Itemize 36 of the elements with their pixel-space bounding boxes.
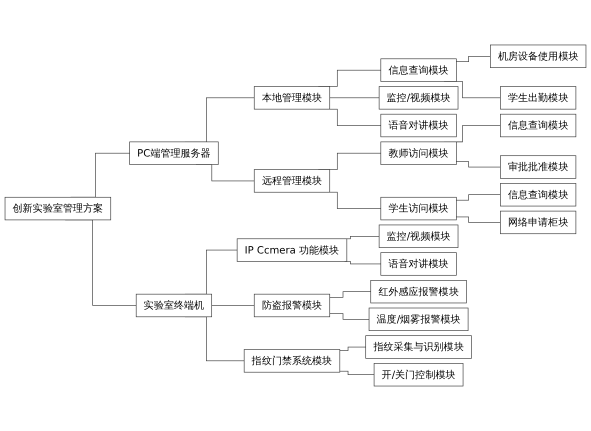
node-box: 远程管理模块 [254,169,330,193]
node-box: 学生访问模块 [380,196,457,220]
connector [211,305,255,306]
node-box: IP Ccmera 功能模块 [236,238,348,262]
connector [456,194,501,200]
connector [340,370,374,376]
connector [340,346,366,351]
connector [329,313,370,320]
connector [344,236,380,240]
node-box: 实验室终端机 [136,294,212,318]
node-box: 教师访问模块 [380,142,457,165]
node-box: 语音对讲模块 [380,252,457,276]
node-box: PC端管理服务器 [129,142,219,165]
node-box: 机房设备使用模块 [490,44,586,68]
node-box: 监控/视频模块 [378,86,458,110]
node-box: 学生出勤模块 [500,86,576,110]
node-box: 监控/视频模块 [378,224,458,248]
connector [456,216,501,223]
node-box: 审批批准模块 [500,155,576,179]
node-box: 信息查询模块 [380,58,457,82]
connector [456,161,501,168]
node-box: 网络申请柜块 [500,210,576,234]
node-box: 开/关门控制模块 [374,363,464,386]
node-box: 红外感应报警模块 [370,280,467,304]
connector [329,291,372,298]
node-box: 防盗报警模块 [254,294,330,318]
node-box: 创新实验室管理方案 [4,196,112,220]
node-box: 本地管理模块 [254,86,330,110]
node-box: 指纹采集与识别模块 [365,335,472,359]
node-box: 信息查询模块 [500,114,576,138]
connector [344,261,382,264]
node-box: 信息查询模块 [500,183,576,206]
node-box: 语音对讲模块 [380,114,457,138]
node-box: 指纹门禁系统模块 [244,349,340,372]
connector [456,56,491,62]
node-box: 温度/烟雾报警模块 [368,308,468,331]
